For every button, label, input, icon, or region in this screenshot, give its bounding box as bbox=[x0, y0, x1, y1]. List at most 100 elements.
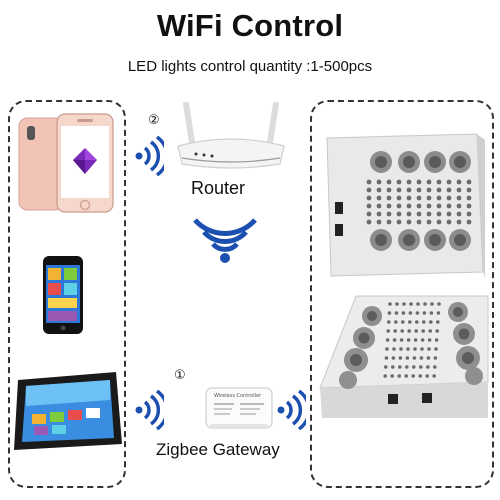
led-diode bbox=[426, 203, 432, 209]
led-diode bbox=[416, 195, 422, 201]
led-diode bbox=[386, 329, 390, 333]
led-diode bbox=[396, 187, 402, 193]
router-label: Router bbox=[191, 178, 246, 198]
led-diode bbox=[433, 356, 438, 360]
led-diode bbox=[398, 356, 403, 360]
led-diode bbox=[386, 179, 392, 185]
led-diode bbox=[436, 219, 442, 225]
led-diode bbox=[416, 211, 422, 217]
led-diode bbox=[446, 211, 452, 217]
led-diode bbox=[408, 311, 413, 315]
led-diode bbox=[394, 320, 398, 324]
led-diode bbox=[420, 347, 424, 351]
led-grow-light-icon bbox=[318, 292, 490, 420]
led-diode bbox=[416, 203, 422, 209]
led-diode bbox=[397, 374, 401, 378]
led-diode bbox=[429, 320, 433, 324]
led-diode bbox=[426, 219, 432, 225]
led-diode bbox=[407, 329, 411, 333]
led-diode bbox=[392, 347, 396, 351]
led-diode bbox=[396, 179, 402, 185]
led-diode bbox=[366, 219, 372, 225]
led-diode bbox=[386, 195, 392, 201]
led-diode bbox=[456, 219, 462, 225]
page-subtitle: LED lights control quantity :1-500pcs bbox=[127, 58, 373, 75]
led-diode bbox=[388, 302, 392, 306]
led-diode bbox=[376, 195, 382, 201]
led-diode bbox=[408, 320, 412, 324]
wifi-signal-icon bbox=[190, 212, 260, 274]
led-diode bbox=[436, 320, 440, 324]
led-diode bbox=[466, 219, 472, 225]
gateway-controller-text: Wireless Controller bbox=[214, 393, 262, 399]
led-diode bbox=[386, 187, 392, 193]
led-diode bbox=[436, 211, 442, 217]
led-diode bbox=[401, 311, 406, 315]
led-diode bbox=[409, 302, 413, 306]
led-diode bbox=[436, 195, 442, 201]
led-diode bbox=[406, 203, 412, 209]
led-diode bbox=[366, 211, 372, 217]
led-diode bbox=[406, 179, 412, 185]
led-diode bbox=[411, 374, 415, 378]
led-diode bbox=[384, 356, 389, 360]
led-diode bbox=[427, 338, 432, 342]
led-diode bbox=[384, 365, 388, 369]
led-diode bbox=[436, 179, 442, 185]
led-diode bbox=[466, 195, 472, 201]
wifi-signal-icon bbox=[134, 135, 169, 177]
led-diode bbox=[415, 320, 419, 324]
led-diode bbox=[446, 219, 452, 225]
led-diode bbox=[402, 302, 406, 306]
led-diode bbox=[412, 356, 417, 360]
led-diode bbox=[398, 365, 402, 369]
led-diode bbox=[406, 347, 410, 351]
led-diode bbox=[406, 195, 412, 201]
led-diode bbox=[436, 203, 442, 209]
led-grow-light-icon bbox=[325, 132, 487, 282]
led-diode bbox=[434, 347, 438, 351]
led-diode bbox=[400, 329, 404, 333]
phone-icon bbox=[15, 110, 125, 215]
led-diode bbox=[405, 365, 409, 369]
led-diode bbox=[430, 302, 434, 306]
led-diode bbox=[433, 365, 437, 369]
led-diode bbox=[413, 338, 418, 342]
led-diode bbox=[395, 302, 399, 306]
tablet-icon bbox=[12, 370, 124, 452]
led-diode bbox=[396, 195, 402, 201]
led-diode bbox=[406, 219, 412, 225]
led-diode bbox=[366, 179, 372, 185]
led-diode bbox=[436, 187, 442, 193]
led-diode bbox=[426, 356, 431, 360]
wifi-signal-icon bbox=[276, 389, 311, 431]
led-diode bbox=[446, 179, 452, 185]
led-diode bbox=[426, 365, 430, 369]
led-diode bbox=[456, 195, 462, 201]
led-diode bbox=[366, 203, 372, 209]
led-diode bbox=[391, 356, 396, 360]
led-diode bbox=[401, 320, 405, 324]
led-diode bbox=[416, 302, 420, 306]
led-diode bbox=[414, 329, 418, 333]
led-diode bbox=[418, 374, 422, 378]
led-diode bbox=[386, 211, 392, 217]
led-diode bbox=[404, 374, 408, 378]
led-diode bbox=[366, 195, 372, 201]
led-diode bbox=[416, 219, 422, 225]
led-diode bbox=[393, 329, 397, 333]
led-diode bbox=[405, 356, 410, 360]
led-diode bbox=[387, 320, 391, 324]
led-diode bbox=[376, 219, 382, 225]
led-diode bbox=[406, 211, 412, 217]
led-diode bbox=[434, 338, 439, 342]
led-diode bbox=[406, 187, 412, 193]
wifi-signal-icon bbox=[134, 389, 169, 431]
led-diode bbox=[426, 195, 432, 201]
led-diode bbox=[376, 187, 382, 193]
led-diode bbox=[426, 187, 432, 193]
led-diode bbox=[396, 203, 402, 209]
led-diode bbox=[406, 338, 411, 342]
led-diode bbox=[415, 311, 420, 315]
led-diode bbox=[419, 365, 423, 369]
